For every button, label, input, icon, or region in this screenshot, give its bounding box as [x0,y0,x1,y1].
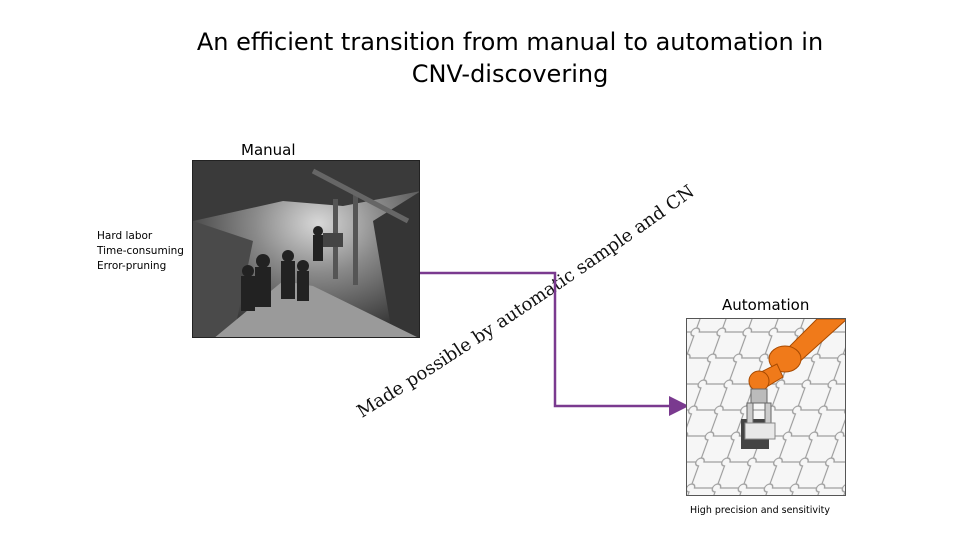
robot-puzzle-art [687,319,845,495]
mining-photo [192,160,420,338]
mining-photo-image [193,161,419,337]
automation-label: Automation [722,296,810,314]
manual-bullets: Hard labor Time-consuming Error-pruning [97,229,184,274]
manual-label: Manual [241,141,296,159]
bullet-time-consuming: Time-consuming [97,245,184,257]
automation-caption: High precision and sensitivity [690,505,830,516]
title-line-1: An efficient transition from manual to a… [196,28,824,56]
bullet-hard-labor: Hard labor [97,230,153,242]
bullet-error-pruning: Error-pruning [97,260,167,272]
slide-title: An efficient transition from manual to a… [150,26,870,90]
robot-puzzle-image [686,318,846,496]
title-line-2: CNV-discovering [411,60,609,88]
